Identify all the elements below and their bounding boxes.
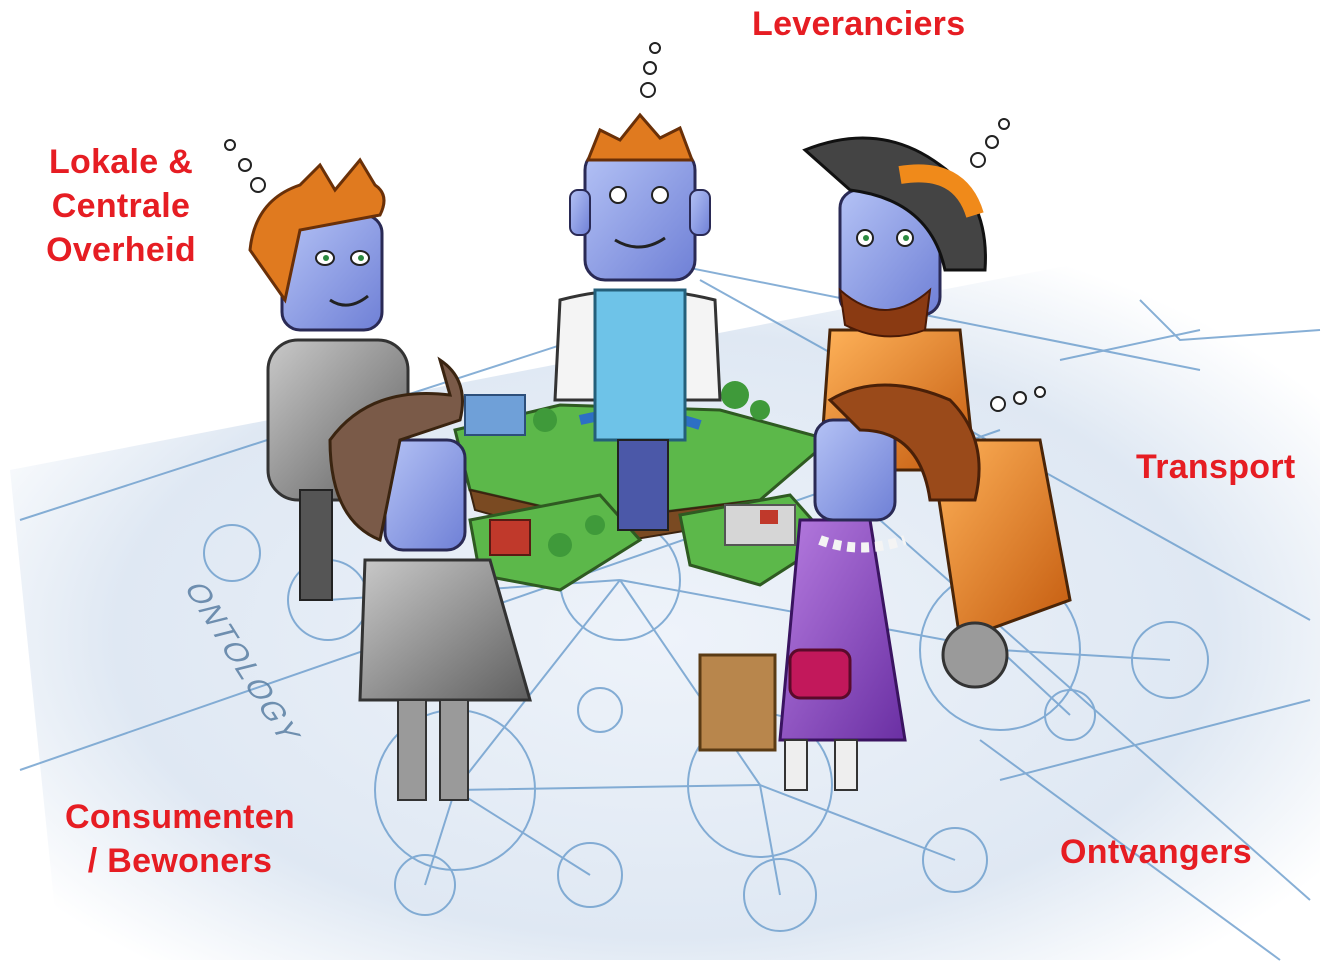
supplier-figure xyxy=(553,112,722,531)
receivers-label: Ontvangers xyxy=(1060,833,1252,871)
right-island xyxy=(678,493,833,587)
receiver-figure xyxy=(698,383,981,791)
suppliers-label: Leveranciers xyxy=(752,5,966,43)
consumer-figure xyxy=(328,356,532,801)
consumers-label: Consumenten / Bewoners xyxy=(50,795,310,883)
consumers-label-line-2: / Bewoners xyxy=(87,842,273,880)
consumers-label-line-1: Consumenten xyxy=(65,798,295,836)
government-figure xyxy=(248,157,410,601)
transport-figure xyxy=(802,136,1072,689)
government-label: Lokale & Centrale Overheid xyxy=(36,140,206,272)
government-label-line-1: Lokale & xyxy=(48,143,194,181)
government-label-line-3: Overheid xyxy=(46,231,196,269)
transport-label: Transport xyxy=(1136,448,1296,486)
thought-bubbles xyxy=(224,42,1046,412)
government-label-line-2: Centrale xyxy=(51,187,191,225)
